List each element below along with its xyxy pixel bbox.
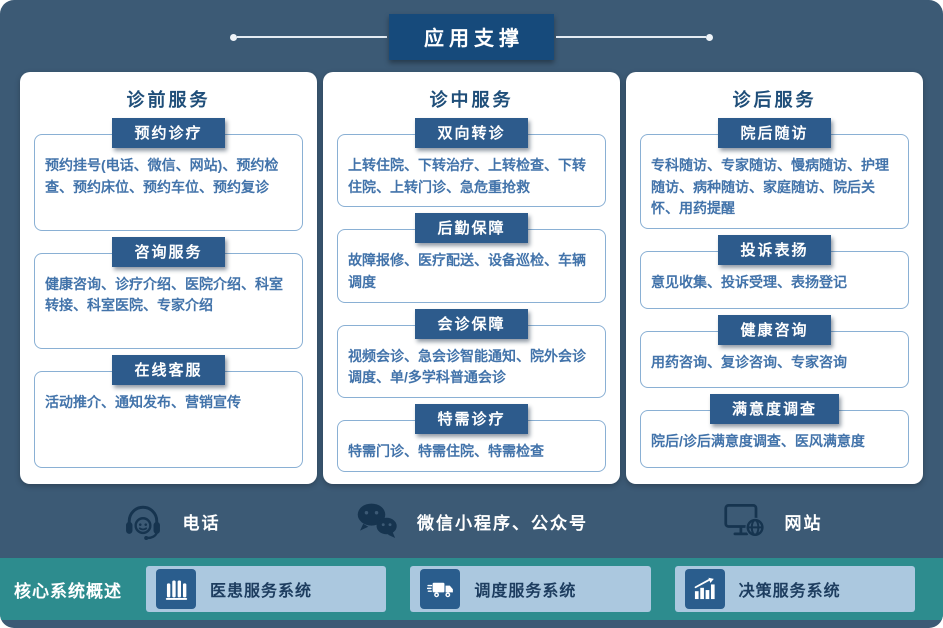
section-header: 满意度调查 [709, 394, 839, 425]
system-label: 决策服务系统 [738, 583, 841, 600]
section-header: 后勤保障 [415, 213, 528, 244]
bar-chart-arrow-icon [684, 569, 725, 609]
section-body: 用药咨询、复诊咨询、专家咨询 [640, 330, 909, 389]
service-section: 满意度调查 院后/诊后满意度调查、医风满意度 [640, 394, 909, 468]
section-body: 专科随访、专家随访、慢病随访、护理随访、病种随访、家庭随访、院后关怀、用药提醒 [640, 134, 909, 230]
page-title: 应用支撑 [389, 14, 554, 60]
headset-icon [121, 499, 165, 543]
core-systems-bar: 核心系统概述 医患服务系统 [0, 558, 943, 620]
right-line-dot [706, 33, 713, 41]
service-section: 后勤保障 故障报修、医疗配送、设备巡检、车辆调度 [337, 213, 606, 303]
channel-phone: 电话 [20, 499, 321, 543]
section-header: 在线客服 [112, 355, 225, 386]
channel-label: 微信小程序、公众号 [417, 513, 588, 533]
service-section: 院后随访 专科随访、专家随访、慢病随访、护理随访、病种随访、家庭随访、院后关怀、… [640, 118, 909, 230]
left-deco-line [237, 36, 387, 38]
column-title: 诊后服务 [732, 90, 817, 110]
core-systems-label: 核心系统概述 [14, 581, 122, 601]
hospital-building-icon [156, 569, 196, 609]
left-line-dot [230, 33, 237, 41]
service-section: 咨询服务 健康咨询、诊疗介绍、医院介绍、科室转接、科室医院、专家介绍 [34, 236, 303, 350]
service-columns: 诊前服务 预约诊疗 预约挂号(电话、微信、网站)、预约检查、预约床位、预约车位、… [0, 72, 943, 484]
channel-label: 网站 [784, 513, 823, 533]
wechat-icon [355, 499, 399, 543]
diagram-header: 应用支撑 [0, 0, 943, 60]
column-title: 诊前服务 [126, 90, 211, 110]
website-icon [723, 499, 767, 543]
section-header: 双向转诊 [415, 118, 528, 148]
section-header: 健康咨询 [718, 314, 831, 345]
service-section: 投诉表扬 意见收集、投诉受理、表扬登记 [640, 235, 909, 309]
system-decision-service: 决策服务系统 [674, 566, 915, 612]
channel-label: 电话 [182, 513, 221, 533]
section-header: 预约诊疗 [112, 118, 225, 148]
service-section: 预约诊疗 预约挂号(电话、微信、网站)、预约检查、预约床位、预约车位、预约复诊 [34, 118, 303, 231]
channel-website: 网站 [622, 499, 923, 543]
section-body: 预约挂号(电话、微信、网站)、预约检查、预约床位、预约车位、预约复诊 [34, 134, 303, 231]
channel-wechat: 微信小程序、公众号 [321, 499, 622, 543]
section-body: 活动推介、通知发布、营销宣传 [34, 371, 303, 469]
service-section: 在线客服 活动推介、通知发布、营销宣传 [34, 355, 303, 469]
section-header: 特需诊疗 [415, 404, 528, 435]
system-label: 医患服务系统 [210, 583, 313, 600]
service-section: 双向转诊 上转住院、下转治疗、上转检查、下转住院、上转门诊、急危重抢救 [337, 118, 606, 208]
column-title: 诊中服务 [429, 90, 514, 110]
access-channels: 电话 微信小程序、公众号 [0, 484, 943, 558]
column-mid-service: 诊中服务 双向转诊 上转住院、下转治疗、上转检查、下转住院、上转门诊、急危重抢救… [323, 72, 620, 484]
section-body: 健康咨询、诊疗介绍、医院介绍、科室转接、科室医院、专家介绍 [34, 252, 303, 350]
section-header: 投诉表扬 [718, 235, 831, 266]
section-header: 咨询服务 [112, 236, 225, 267]
service-section: 健康咨询 用药咨询、复诊咨询、专家咨询 [640, 314, 909, 389]
service-section: 特需诊疗 特需门诊、特需住院、特需检查 [337, 404, 606, 472]
delivery-truck-icon [420, 569, 461, 609]
column-pre-service: 诊前服务 预约诊疗 预约挂号(电话、微信、网站)、预约检查、预约床位、预约车位、… [20, 72, 317, 484]
section-header: 会诊保障 [415, 308, 528, 339]
system-doctor-patient-service: 医患服务系统 [146, 566, 387, 612]
system-dispatch-service: 调度服务系统 [410, 566, 651, 612]
right-deco-line [556, 36, 706, 38]
service-section: 会诊保障 视频会诊、急会诊智能通知、院外会诊调度、单/多学科普通会诊 [337, 308, 606, 399]
column-post-service: 诊后服务 院后随访 专科随访、专家随访、慢病随访、护理随访、病种随访、家庭随访、… [626, 72, 923, 484]
system-label: 调度服务系统 [474, 583, 577, 600]
section-header: 院后随访 [718, 118, 831, 148]
